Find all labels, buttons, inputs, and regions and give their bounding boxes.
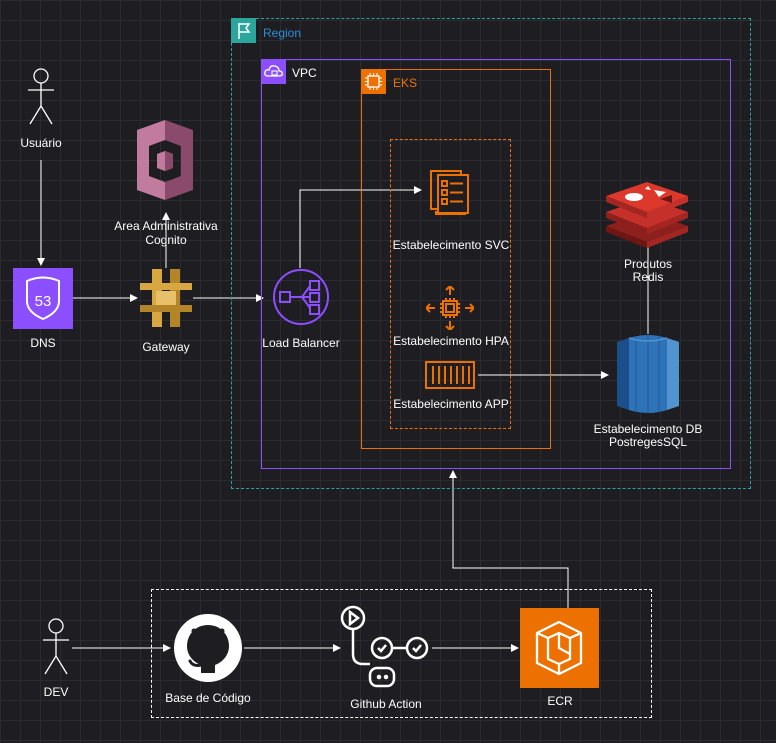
database-icon <box>609 334 687 414</box>
pod-group <box>390 139 511 429</box>
region-group <box>231 18 751 489</box>
vpc-title: VPC <box>292 66 317 80</box>
user-label: Usuário <box>20 136 62 150</box>
vpc-group <box>261 59 731 469</box>
gateway-label: Gateway <box>142 340 190 354</box>
eks-chip-icon <box>361 69 386 94</box>
svg-text:53: 53 <box>35 293 52 310</box>
cognito-label-2: Cognito <box>145 233 187 247</box>
region-title: Region <box>263 26 302 40</box>
db-label-2: PostregesSQL <box>608 435 688 449</box>
workflow-icon <box>339 602 433 692</box>
edge-lb-svc <box>299 186 422 268</box>
redis-label-2: Redis <box>632 270 664 284</box>
service-icon <box>427 167 475 217</box>
eks-group <box>361 69 551 449</box>
api-gateway-icon <box>138 267 194 329</box>
app-label: Estabelecimento APP <box>393 397 509 411</box>
edge-ecr-vpc <box>449 470 569 608</box>
dev-label: DEV <box>43 685 69 699</box>
redis-label-1: Produtos <box>623 257 673 271</box>
hpa-label: Estabelecimento HPA <box>393 334 509 348</box>
route53-icon: 53 <box>13 268 73 329</box>
load-balancer-icon <box>272 268 330 326</box>
dns-label: DNS <box>30 336 56 350</box>
developer-icon <box>41 618 71 678</box>
svc-label: Estabelecimento SVC <box>392 238 510 252</box>
region-flag-icon <box>231 18 256 43</box>
pipeline-group <box>151 589 652 718</box>
ecr-icon <box>520 608 599 688</box>
github-icon <box>173 613 243 683</box>
autoscaling-icon <box>424 284 476 332</box>
load-balancer-label: Load Balancer <box>262 336 340 350</box>
github-action-label: Github Action <box>350 697 422 711</box>
container-icon <box>424 360 476 390</box>
db-label-1: Estabelecimento DB <box>593 422 703 436</box>
vpc-cloud-icon <box>261 59 286 84</box>
redis-icon <box>604 178 690 248</box>
user-icon <box>26 68 56 128</box>
cognito-icon <box>127 118 203 202</box>
cognito-label-1: Area Administrativa <box>114 219 218 233</box>
repo-label: Base de Código <box>165 691 251 705</box>
ecr-label: ECR <box>547 694 573 708</box>
eks-title: EKS <box>393 76 418 90</box>
